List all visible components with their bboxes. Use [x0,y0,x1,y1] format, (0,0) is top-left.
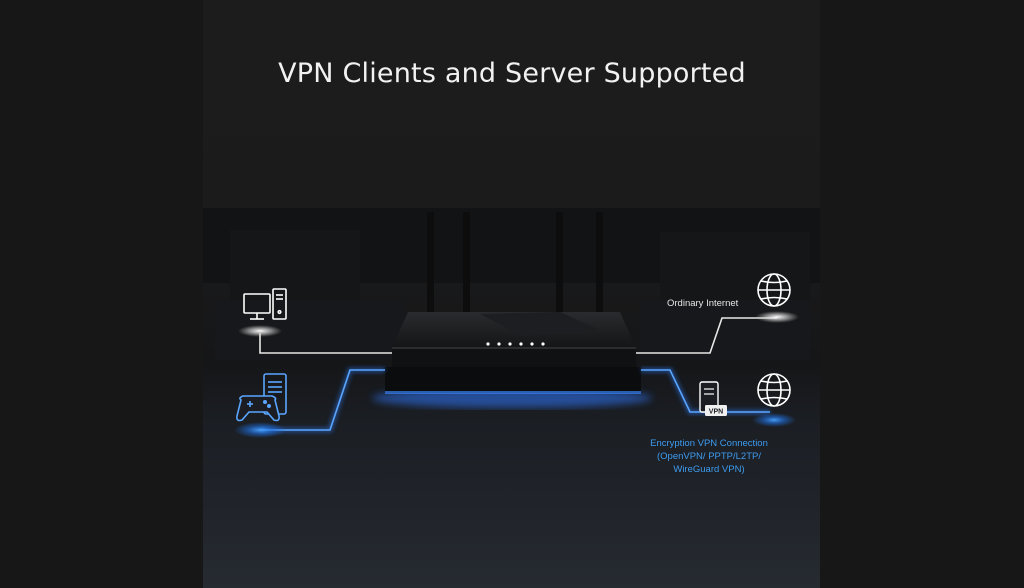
stage-blocks [203,208,820,360]
router-image [385,212,641,394]
vpn-links [260,367,770,433]
encryption-line-3: WireGuard VPN) [673,464,745,475]
globe-vpn-pad-glow [752,413,796,427]
globe-icon [757,273,791,307]
encryption-line-1: Encryption VPN Connection [650,438,768,449]
globe-top-pad-glow [755,311,799,323]
left-margin [0,0,203,588]
right-margin [820,0,1024,588]
encryption-label: Encryption VPN Connection (OpenVPN/ PPTP… [619,437,799,476]
page-title: VPN Clients and Server Supported [278,58,746,89]
desktop-pad-glow [238,325,282,337]
floor [203,410,820,588]
gamepad-pad-glow [234,422,286,438]
desktop-computer-icon [243,288,287,320]
vpn-server-icon: VPN [699,381,727,416]
globe-vpn-icon [757,373,791,407]
gamepad-icon [236,395,280,422]
ordinary-links [259,317,777,354]
vpn-badge-text: VPN [709,409,723,416]
encryption-line-2: (OpenVPN/ PPTP/L2TP/ [656,451,761,462]
ordinary-internet-label: Ordinary Internet [667,298,739,309]
